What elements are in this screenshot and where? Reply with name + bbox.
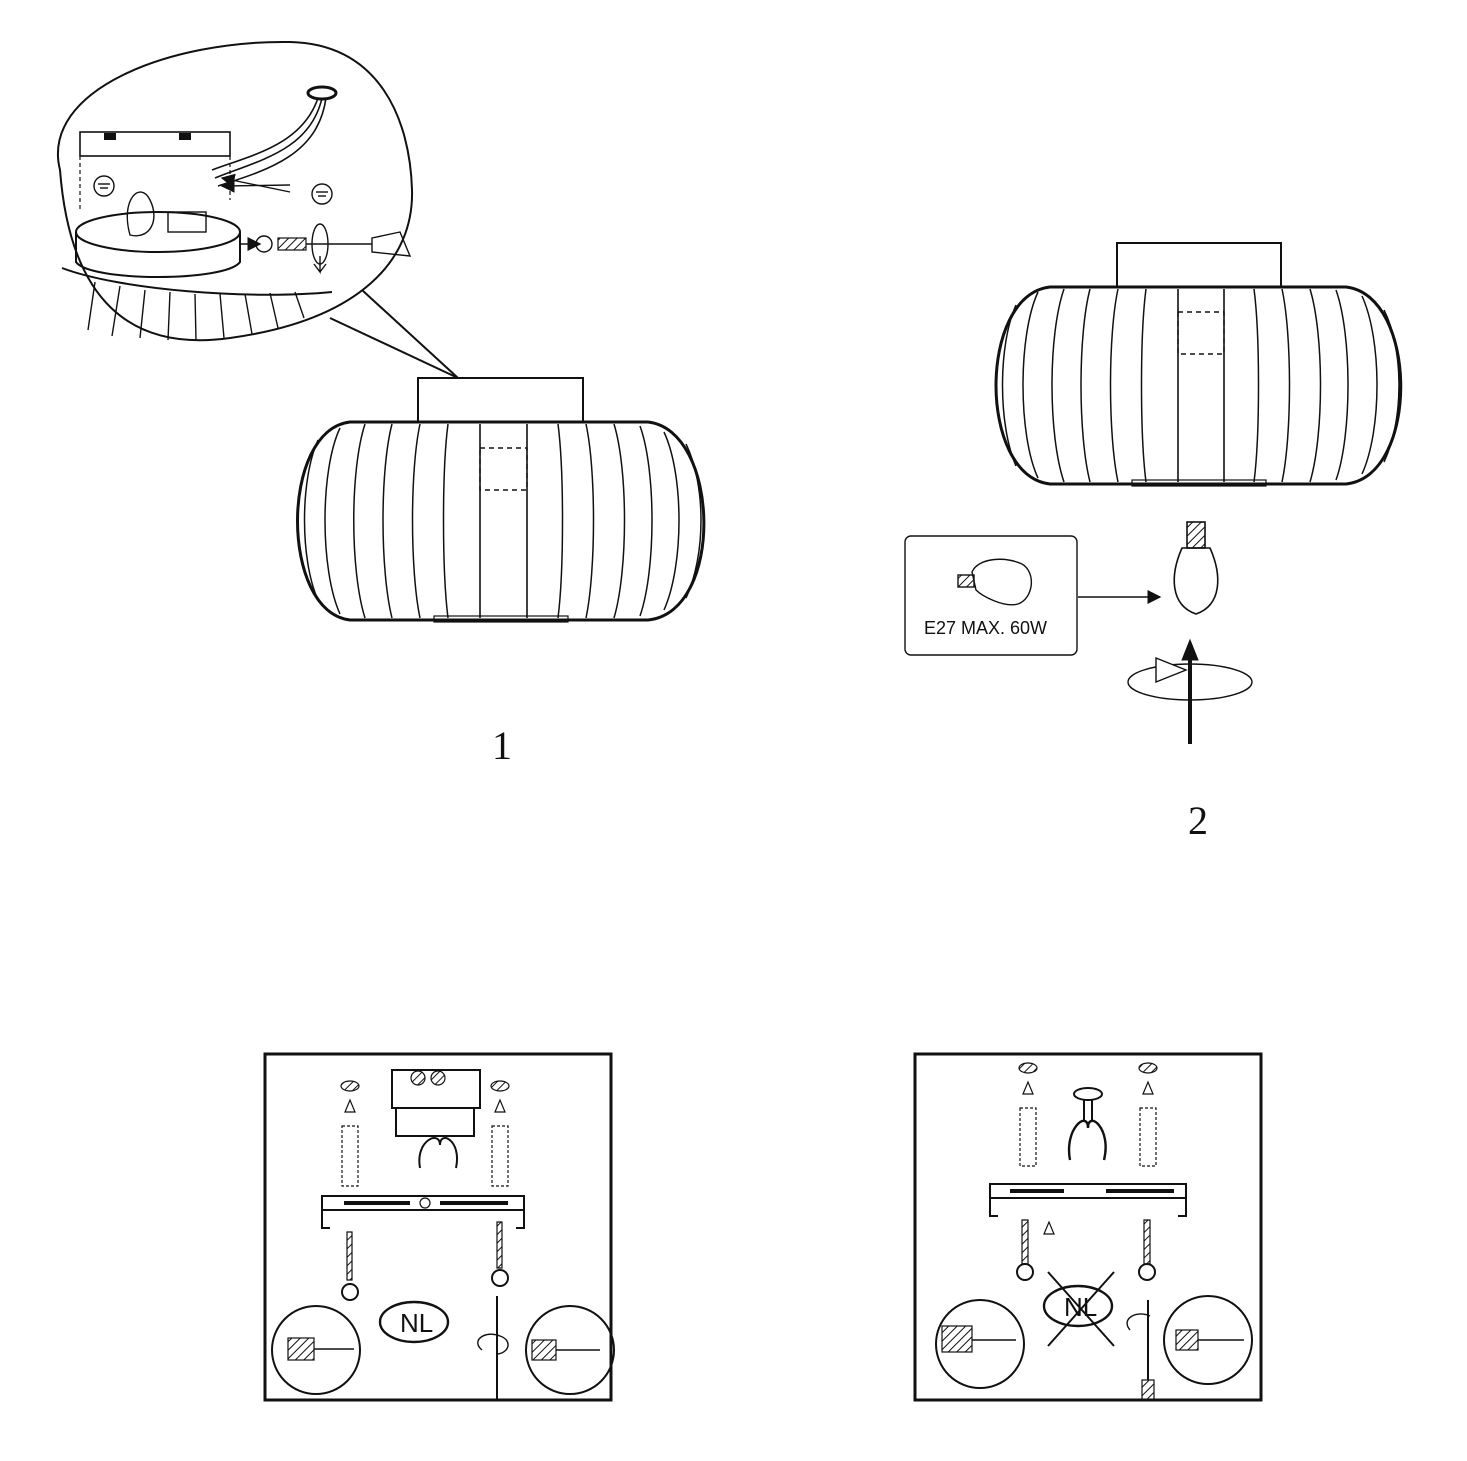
small-bulb-icon xyxy=(957,558,1032,606)
panel-right xyxy=(913,1052,1263,1402)
bulb-icon xyxy=(1173,521,1219,615)
bulb-install-arrows xyxy=(1078,521,1253,744)
step1-detail-callout xyxy=(57,40,459,379)
step2-lamp xyxy=(994,242,1403,487)
panel-right-badge: NL xyxy=(1064,1292,1097,1322)
step-2-number: 2 xyxy=(1188,798,1208,843)
bulb-spec-label: E27 MAX. 60W xyxy=(924,618,1047,638)
panel-left-badge: NL xyxy=(400,1308,433,1338)
panel-left xyxy=(263,1052,615,1402)
bulb-spec-box: E27 MAX. 60W xyxy=(904,535,1078,656)
step-1-number: 1 xyxy=(492,723,512,768)
step1-lamp xyxy=(296,377,706,623)
